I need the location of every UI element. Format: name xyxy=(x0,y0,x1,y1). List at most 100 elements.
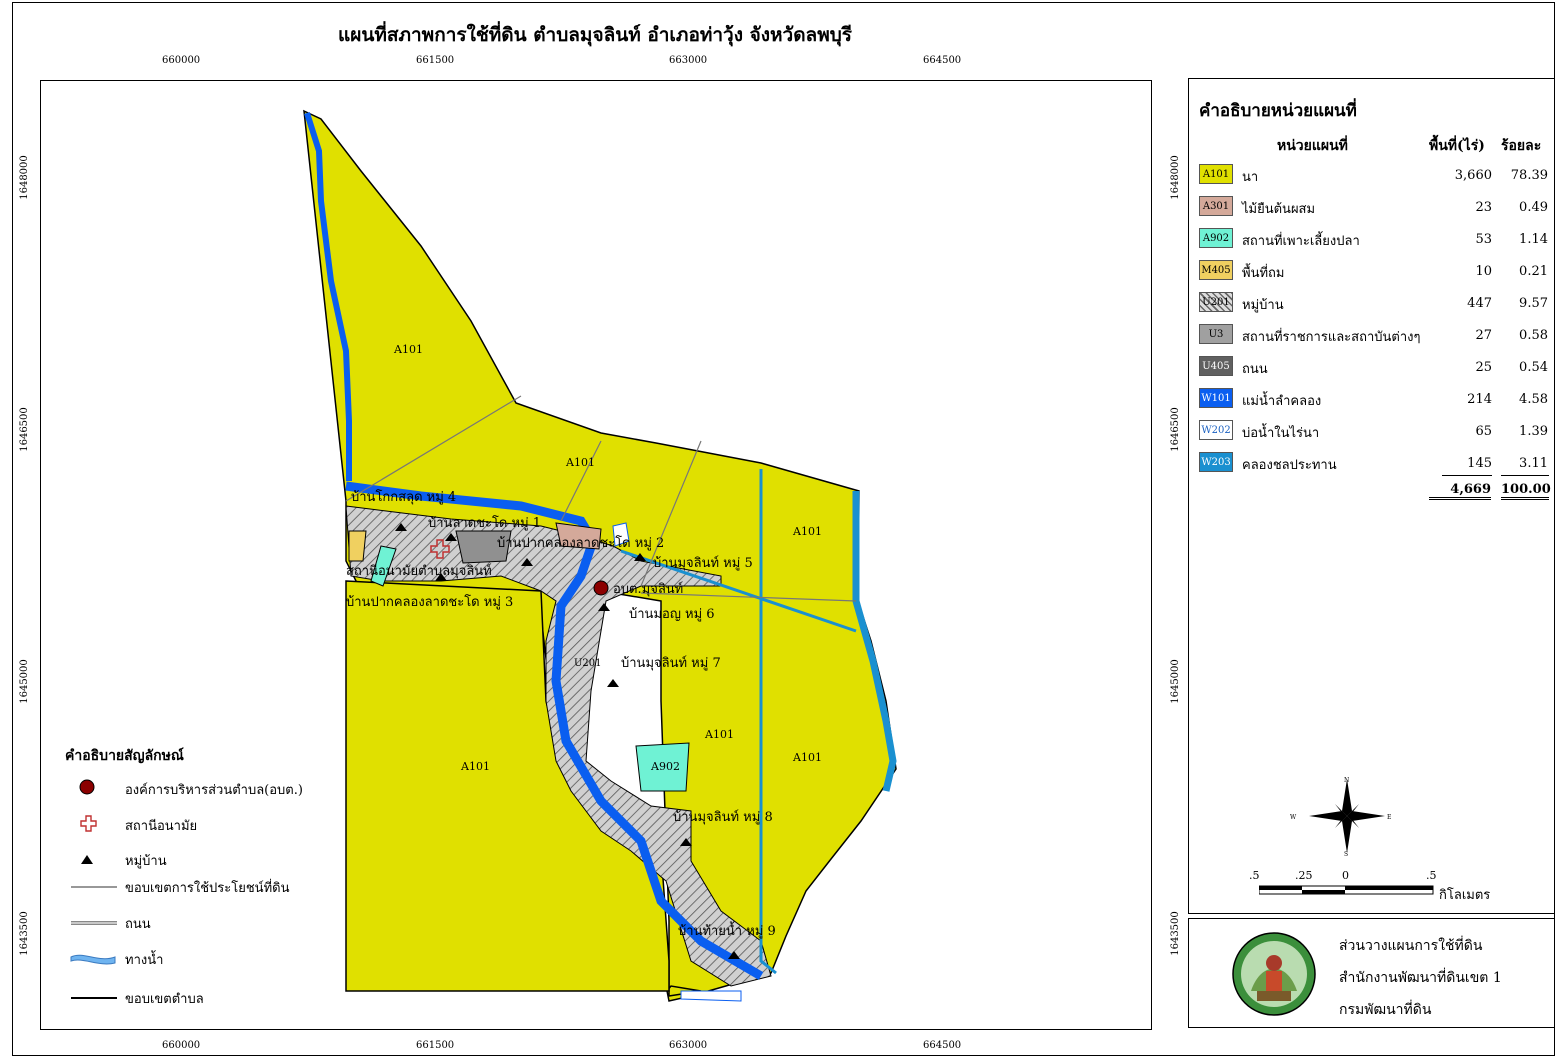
legend-swatch: W101 xyxy=(1199,388,1233,408)
x-tick-top: 664500 xyxy=(923,55,962,66)
legend-swatch: A902 xyxy=(1199,228,1233,248)
village-marker xyxy=(634,553,646,561)
map-label-u201: U201 xyxy=(574,658,602,669)
y-tick-left: 1643500 xyxy=(18,911,30,956)
legend-swatch: W202 xyxy=(1199,420,1233,440)
x-tick-bottom: 664500 xyxy=(923,1040,962,1051)
x-tick-top: 663000 xyxy=(669,55,708,66)
farm-pond xyxy=(612,522,630,547)
y-tick-left: 1648000 xyxy=(18,155,30,200)
legend-title: คำอธิบายหน่วยแผนที่ xyxy=(1199,101,1357,121)
land-use-map: A101 A101 A101 A101 A101 A101 A902 U201 … xyxy=(303,109,897,1002)
tao-icon xyxy=(79,779,95,795)
south-label: S xyxy=(1344,851,1349,858)
legend-row: W202 บ่อน้ำในไร่นา 65 1.39 xyxy=(1199,420,1554,442)
legend-row: W203 คลองชลประทาน 145 3.11 xyxy=(1199,452,1554,474)
y-tick-right: 1643500 xyxy=(1169,911,1181,956)
legend-swatch: U405 xyxy=(1199,356,1233,376)
legend-swatch: U3 xyxy=(1199,324,1233,344)
paddy-area-sw xyxy=(345,580,670,992)
ldd-logo-icon xyxy=(1232,932,1316,1016)
legend-row: M405 พื้นที่ถม 10 0.21 xyxy=(1199,260,1554,282)
credits-panel: ส่วนวางแผนการใช้ที่ดิน สำนักงานพัฒนาที่ด… xyxy=(1188,918,1555,1028)
village-marker xyxy=(395,523,407,531)
map-label-a902: A902 xyxy=(650,760,680,773)
boundary-line-icon xyxy=(71,886,117,888)
legend-col-unit: หน่วยแผนที่ xyxy=(1277,138,1348,154)
scale-label: .5 xyxy=(1426,869,1437,882)
canal-cross xyxy=(620,549,857,633)
credit-line-1: ส่วนวางแผนการใช้ที่ดิน xyxy=(1339,938,1483,954)
x-tick-top: 660000 xyxy=(162,55,201,66)
village-marker xyxy=(598,603,610,611)
credit-line-3: กรมพัฒนาที่ดิน xyxy=(1339,1002,1432,1018)
village-icon xyxy=(81,855,93,864)
y-tick-left: 1646500 xyxy=(18,407,30,452)
river-north-channel xyxy=(304,112,352,481)
legend-total-pct: 100.00 xyxy=(1501,482,1551,500)
y-tick-left: 1645000 xyxy=(18,659,30,704)
map-title: แผนที่สภาพการใช้ที่ดิน ตำบลมุจลินท์ อำเภ… xyxy=(337,24,852,46)
legend-row: W101 แม่น้ำลำคลอง 214 4.58 xyxy=(1199,388,1554,410)
map-label-village9: บ้านท้ายน้ำ หมู่ 9 xyxy=(678,921,776,939)
map-label-village7: บ้านมุจลินท์ หมู่ 7 xyxy=(621,655,721,671)
village-marker-group xyxy=(395,523,740,959)
legend-swatch: M405 xyxy=(1199,260,1233,280)
x-tick-top: 661500 xyxy=(416,55,455,66)
x-tick-bottom: 661500 xyxy=(416,1040,455,1051)
tambon-boundary-icon xyxy=(71,997,117,999)
village-area xyxy=(345,505,772,987)
scale-label: .5 xyxy=(1249,869,1260,882)
map-label-village6: บ้านมอญ หมู่ 6 xyxy=(629,607,715,622)
fish-pond-west xyxy=(370,545,397,587)
map-unit-legend: คำอธิบายหน่วยแผนที่ หน่วยแผนที่ พื้นที่(… xyxy=(1188,78,1555,914)
tao-marker xyxy=(593,580,609,596)
health-cross-icon xyxy=(80,815,97,832)
legend-total-area: 4,669 xyxy=(1429,482,1491,500)
credit-line-2: สำนักงานพัฒนาที่ดินเขต 1 xyxy=(1339,970,1502,986)
map-frame: A101 A101 A101 A101 A101 A101 A902 U201 … xyxy=(40,80,1152,1030)
total-rule xyxy=(1501,475,1549,476)
map-label-a101: A101 xyxy=(393,343,423,356)
legend-swatch: U201 xyxy=(1199,292,1233,312)
north-label: N xyxy=(1344,777,1350,784)
map-label-tao: อบต.มุจลินท์ xyxy=(613,581,683,597)
legend-swatch: W203 xyxy=(1199,452,1233,472)
legend-row: U201 หมู่บ้าน 447 9.57 xyxy=(1199,292,1554,314)
map-label-village5: บ้านมุจลินท์ หมู่ 5 xyxy=(653,555,753,571)
village-marker xyxy=(521,558,533,566)
scale-unit: กิโลเมตร xyxy=(1439,888,1491,903)
legend-row: A101 นา 3,660 78.39 xyxy=(1199,164,1554,186)
map-label-village3: บ้านปากคลองลาดชะโด หมู่ 3 xyxy=(346,594,513,610)
village-marker xyxy=(435,573,447,581)
canal-east xyxy=(852,491,897,792)
mixed-perennial xyxy=(555,522,602,550)
map-label-village1: บ้านลาดชะโด หมู่ 1 xyxy=(428,515,541,531)
legend-row: A902 สถานที่เพาะเลี้ยงปลา 53 1.14 xyxy=(1199,228,1554,250)
health-station-cross xyxy=(430,539,450,559)
map-label-health-station: สถานีอนามัยตำบลมุจลินท์ xyxy=(346,563,492,579)
map-label-village8: บ้านมุจลินท์ หมู่ 8 xyxy=(673,809,773,825)
land-use-boundary xyxy=(345,395,857,602)
river xyxy=(345,481,764,980)
village-marker xyxy=(728,951,740,959)
legend-row: U3 สถานที่ราชการและสถาบันต่างๆ 27 0.58 xyxy=(1199,324,1554,346)
legend-swatch: A301 xyxy=(1199,196,1233,216)
scale-bar xyxy=(1259,885,1434,895)
x-tick-bottom: 663000 xyxy=(669,1040,708,1051)
total-rule xyxy=(1442,475,1492,476)
west-label: W xyxy=(1290,814,1297,821)
legend-row: A301 ไม้ยืนต้นผสม 23 0.49 xyxy=(1199,196,1554,218)
village-marker xyxy=(607,679,619,687)
canal-center xyxy=(759,469,777,975)
map-label-village2: บ้านปากคลองลาดชะโด หมู่ 2 xyxy=(497,535,664,551)
x-tick-bottom: 660000 xyxy=(162,1040,201,1051)
farm-pond-south xyxy=(680,990,742,1002)
scale-label: 0 xyxy=(1342,869,1349,882)
map-label-a101: A101 xyxy=(792,751,822,764)
east-label: E xyxy=(1387,814,1392,821)
village-marker xyxy=(445,533,457,541)
village-marker xyxy=(680,838,692,846)
map-label-a101: A101 xyxy=(704,728,734,741)
legend-col-pct: ร้อยละ xyxy=(1501,138,1542,154)
